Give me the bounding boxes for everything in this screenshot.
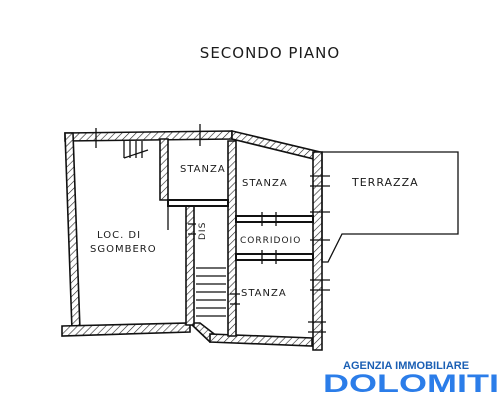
interior-walls bbox=[95, 124, 330, 333]
logo-agency-text: AGENZIA IMMOBILIARE bbox=[343, 360, 469, 372]
terrace-outline bbox=[321, 151, 459, 263]
label-dis: DIS bbox=[198, 222, 208, 240]
outer-walls bbox=[61, 129, 323, 351]
stairs bbox=[123, 141, 226, 317]
label-corridoio: CORRIDOIO bbox=[240, 236, 301, 246]
label-stanza-mid: STANZA bbox=[242, 178, 288, 189]
label-locale-line1: LOC. DI bbox=[97, 230, 141, 241]
logo-brand-text: DOLOMITI bbox=[323, 370, 499, 398]
label-stanza-bottom: STANZA bbox=[241, 288, 287, 299]
plan-title: SECONDO PIANO bbox=[200, 44, 340, 62]
agency-logo: AGENZIA IMMOBILIARE DOLOMITI bbox=[323, 360, 499, 398]
label-terrazza: TERRAZZA bbox=[351, 176, 419, 189]
label-locale-line2: SGOMBERO bbox=[90, 244, 157, 255]
label-stanza-small: STANZA bbox=[180, 164, 226, 175]
